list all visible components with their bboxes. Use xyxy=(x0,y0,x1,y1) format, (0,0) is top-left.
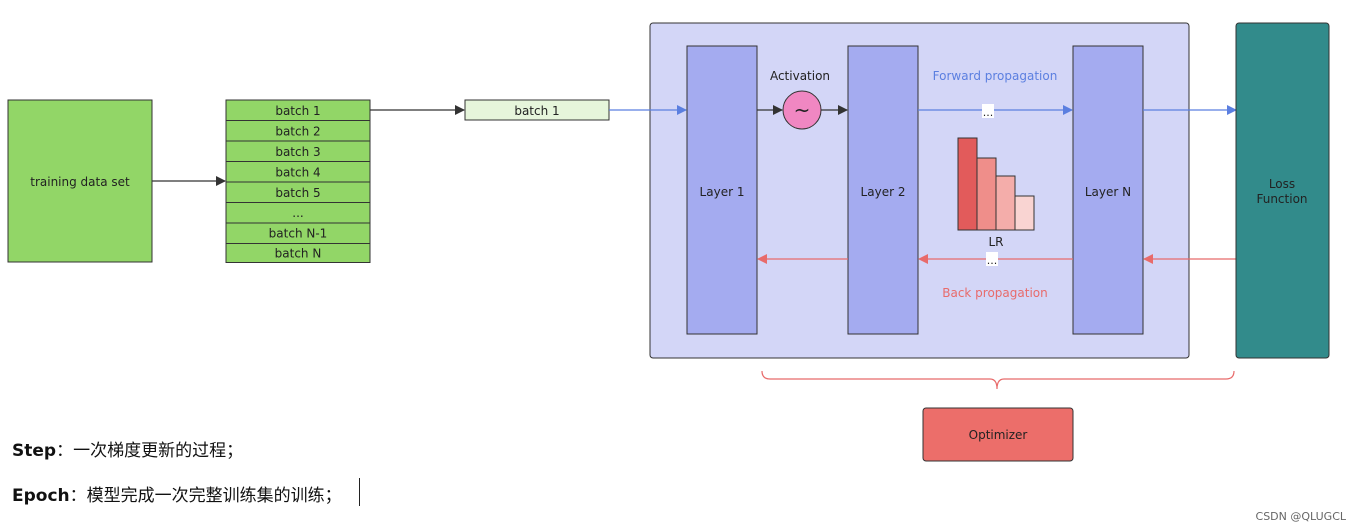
batch-label: batch 4 xyxy=(275,166,320,180)
loss-label-line2: Function xyxy=(1256,192,1307,206)
forward-propagation-label: Forward propagation xyxy=(933,69,1058,83)
lr-bar xyxy=(976,157,997,231)
lr-bars xyxy=(957,137,1035,231)
epoch-term: Epoch xyxy=(12,486,70,506)
batch-label: batch 1 xyxy=(275,104,320,118)
layer-2-label: Layer 2 xyxy=(861,185,906,199)
lr-bar xyxy=(1014,195,1035,231)
training-data-label: training data set xyxy=(30,175,130,189)
backward-ellipsis-box xyxy=(986,252,998,266)
layer-1-label: Layer 1 xyxy=(700,185,745,199)
backward-ellipsis: ... xyxy=(987,254,998,267)
activation-symbol: ~ xyxy=(794,98,811,122)
optimizer-brace xyxy=(761,370,1235,390)
forward-ellipsis: ... xyxy=(983,106,994,119)
loss-function: Loss Function xyxy=(1235,22,1330,359)
layer-2: Layer 2 xyxy=(847,45,919,335)
batch-list: batch 1 batch 2 batch 3 batch 4 batch 5 … xyxy=(225,99,371,263)
forward-ellipsis-box xyxy=(982,104,994,118)
optimizer: Optimizer xyxy=(922,407,1074,462)
lr-bar xyxy=(957,137,978,231)
training-data-set: training data set xyxy=(7,99,153,263)
activation-label: Activation xyxy=(770,69,830,83)
epoch-description: ：模型完成一次完整训练集的训练； xyxy=(69,486,342,506)
batch-label: batch N xyxy=(275,247,322,261)
batch-label: batch 2 xyxy=(275,125,320,139)
layer-n: Layer N xyxy=(1072,45,1144,335)
batch-label: batch 3 xyxy=(275,145,320,159)
step-definition: Step：一次梯度更新的过程； xyxy=(12,436,243,461)
step-term: Step xyxy=(12,441,57,461)
current-batch-label: batch 1 xyxy=(514,104,559,118)
batch-label: batch 5 xyxy=(275,186,320,200)
text-cursor[interactable] xyxy=(359,478,360,506)
layer-1: Layer 1 xyxy=(686,45,758,335)
batch-label: batch N-1 xyxy=(269,227,328,241)
activation-node: ~ xyxy=(782,90,822,130)
lr-label: LR xyxy=(988,235,1003,249)
lr-bar xyxy=(995,175,1016,231)
batch-cell xyxy=(225,243,371,263)
optimizer-label: Optimizer xyxy=(969,428,1028,442)
loss-label-line1: Loss xyxy=(1269,177,1295,191)
back-propagation-label: Back propagation xyxy=(942,286,1048,300)
watermark: CSDN @QLUGCL xyxy=(1255,510,1346,523)
current-batch: batch 1 xyxy=(464,99,610,121)
step-description: ：一次梯度更新的过程； xyxy=(56,441,244,461)
layer-n-label: Layer N xyxy=(1085,185,1131,199)
batch-label: ... xyxy=(292,206,303,220)
epoch-definition: Epoch：模型完成一次完整训练集的训练； xyxy=(12,481,342,506)
